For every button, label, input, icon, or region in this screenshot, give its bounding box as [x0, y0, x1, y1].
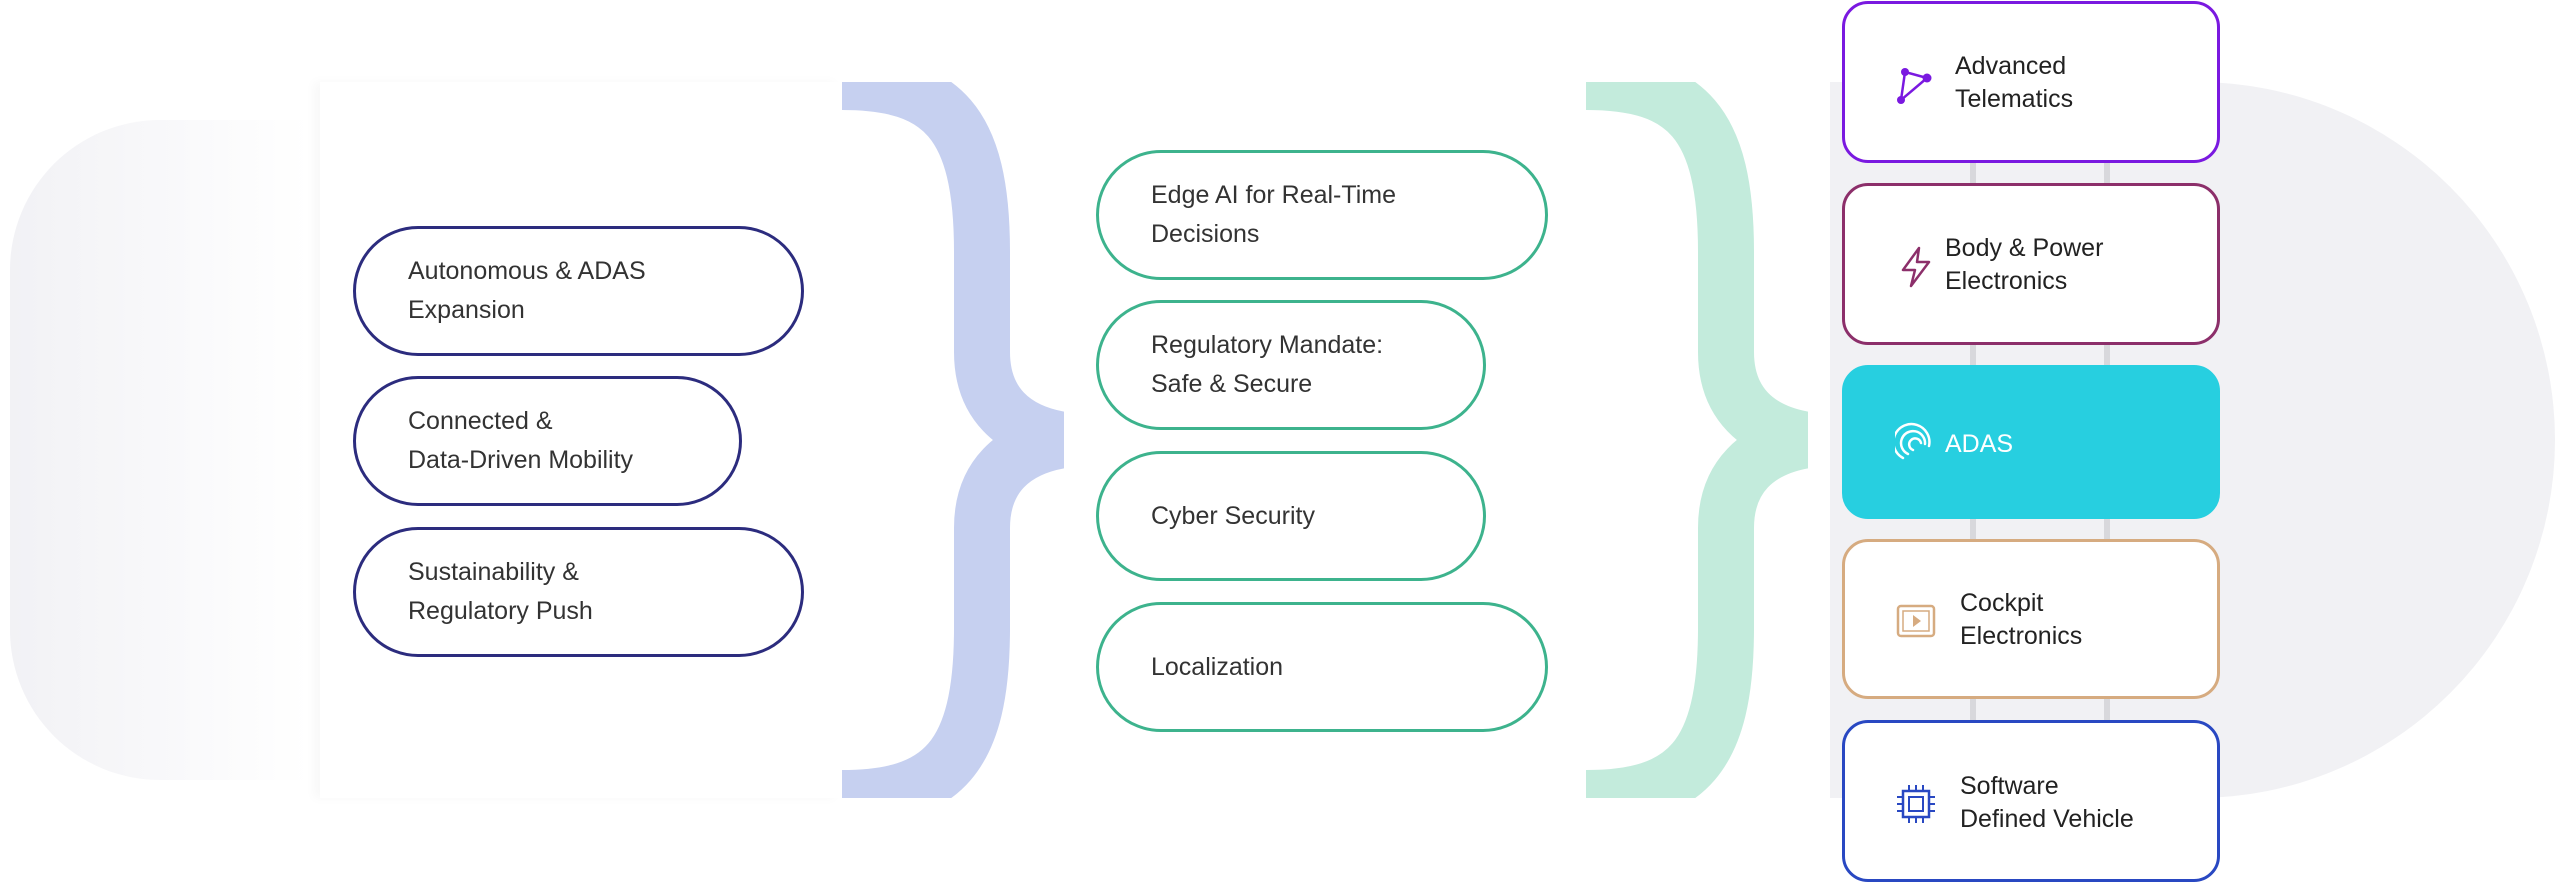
priority-regulatory-mandate: Regulatory Mandate: Safe & Secure — [1096, 300, 1486, 430]
background-blob-left — [10, 120, 310, 780]
brace-left — [842, 82, 1064, 798]
domain-card-software-defined-vehicle[interactable]: Software Defined Vehicle — [1842, 720, 2220, 882]
priority-localization: Localization — [1096, 602, 1548, 732]
driver-label: Connected & Data-Driven Mobility — [408, 407, 634, 474]
priority-label: Regulatory Mandate: Safe & Secure — [1151, 331, 1384, 398]
domain-label: ADAS — [1945, 430, 2014, 458]
domain-label: Cockpit Electronics — [1960, 589, 2083, 650]
domain-label: Advanced Telematics — [1955, 52, 2074, 113]
priority-edge-ai: Edge AI for Real-Time Decisions — [1096, 150, 1548, 280]
driver-label: Sustainability & Regulatory Push — [408, 558, 593, 625]
driver-sustainability: Sustainability & Regulatory Push — [353, 527, 804, 657]
radar-signal-icon — [1895, 422, 1931, 460]
chip-icon — [1897, 785, 1935, 823]
brace-right — [1586, 82, 1808, 798]
priority-label: Cyber Security — [1151, 501, 1315, 530]
priority-label: Localization — [1151, 652, 1284, 681]
driver-connected-mobility: Connected & Data-Driven Mobility — [353, 376, 742, 506]
domain-card-cockpit-electronics[interactable]: Cockpit Electronics — [1842, 539, 2220, 699]
domain-card-body-power-electronics[interactable]: Body & Power Electronics — [1842, 183, 2220, 345]
video-screen-icon — [1896, 604, 1936, 638]
lightning-bolt-icon — [1901, 246, 1931, 288]
priority-label: Edge AI for Real-Time Decisions — [1151, 181, 1397, 248]
domain-label: Software Defined Vehicle — [1960, 772, 2134, 833]
domain-card-adas[interactable]: ADAS — [1842, 365, 2220, 519]
domain-card-advanced-telematics[interactable]: Advanced Telematics — [1842, 1, 2220, 163]
priority-cyber-security: Cyber Security — [1096, 451, 1486, 581]
driver-label: Autonomous & ADAS Expansion — [408, 257, 646, 324]
telematics-network-icon — [1897, 68, 1932, 104]
domain-label: Body & Power Electronics — [1945, 234, 2104, 295]
driver-autonomous-adas: Autonomous & ADAS Expansion — [353, 226, 804, 356]
